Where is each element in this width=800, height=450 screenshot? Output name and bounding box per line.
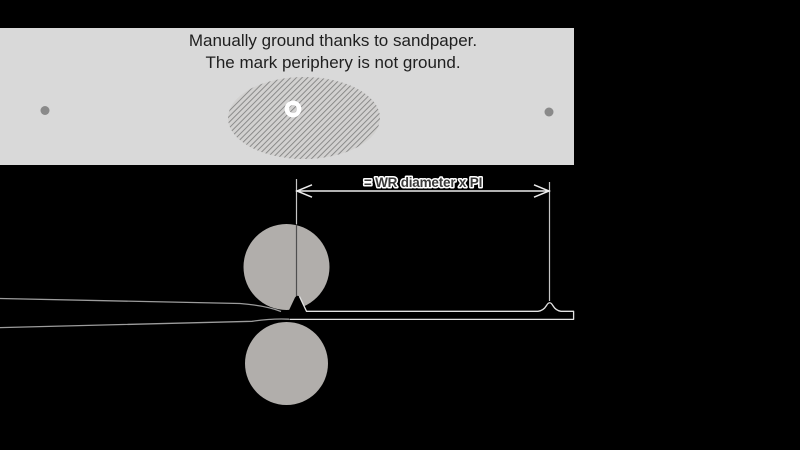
caption-line-2: The mark periphery is not ground.: [205, 53, 460, 72]
strip-exit-outline: [289, 296, 575, 321]
caption-line-1: Manually ground thanks to sandpaper.: [189, 31, 477, 50]
left-reference-dot: [40, 106, 50, 115]
work-rolls: [243, 224, 330, 405]
top-work-roll: [243, 224, 330, 310]
right-reference-dot: [544, 107, 554, 117]
bottom-work-roll: [245, 322, 328, 405]
ground-area-ellipse: [228, 77, 380, 159]
dimension-annotation: = WR diameter x PI: [295, 174, 551, 301]
mark-ring: [284, 100, 302, 118]
dimension-label: = WR diameter x PI: [364, 175, 482, 190]
right-arrowhead-icon: [533, 184, 551, 198]
strip-entry-bottom-edge: [0, 318, 290, 329]
strip-entry-top-edge: [0, 297, 282, 313]
strip-body: [0, 295, 574, 328]
roll-surface-panel: Manually ground thanks to sandpaper. The…: [0, 28, 574, 165]
left-arrowhead-icon: [295, 184, 313, 198]
